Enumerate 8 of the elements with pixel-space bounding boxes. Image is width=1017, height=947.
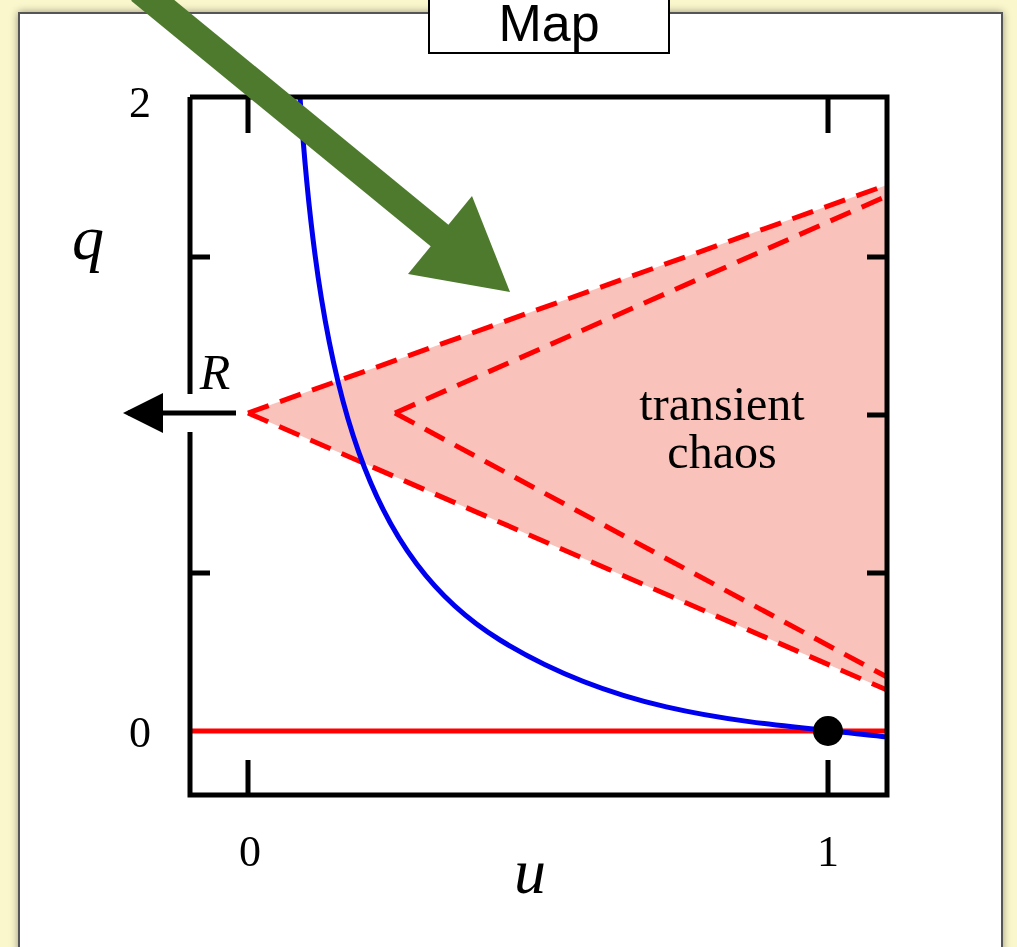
- tick-label: 2: [129, 81, 151, 125]
- title-box: Map: [428, 0, 670, 54]
- axis-label: u: [514, 840, 546, 904]
- tick-label: 0: [129, 711, 151, 755]
- region-label: transient chaos: [638, 380, 806, 476]
- tick-label: 0: [239, 830, 261, 874]
- point-label: R: [199, 347, 231, 397]
- tick-label: 1: [817, 830, 839, 874]
